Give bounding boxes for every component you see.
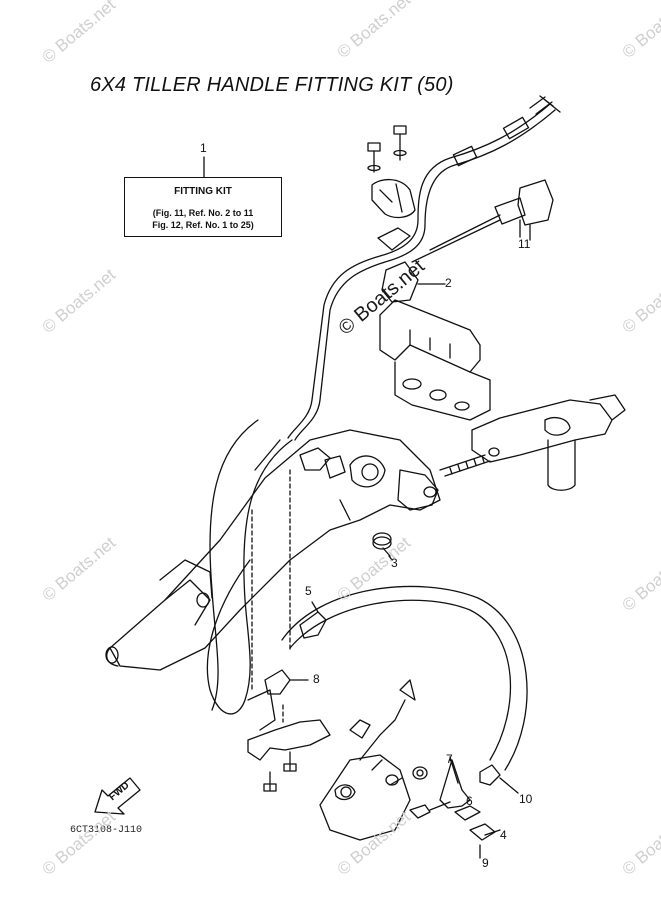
- ref-11: 11: [518, 237, 531, 251]
- ref-5: 5: [305, 584, 312, 598]
- fitting-kit-line-1: (Fig. 11, Ref. No. 2 to 11: [152, 208, 254, 218]
- ref-9: 9: [482, 856, 489, 870]
- diagram-code: 6CT3108-J110: [70, 825, 143, 836]
- fitting-kit-title: FITTING KIT: [174, 186, 232, 197]
- ref-7: 7: [446, 752, 453, 766]
- diagram-title: 6X4 TILLER HANDLE FITTING KIT (50): [90, 74, 454, 96]
- ref-10: 10: [519, 792, 533, 806]
- ref-6: 6: [466, 794, 473, 808]
- bolt-top-left: [367, 142, 381, 173]
- ref-4: 4: [500, 828, 507, 842]
- bolt-top-right: [393, 125, 407, 161]
- bolt-bottom-right: [283, 751, 297, 772]
- ref-8: 8: [313, 672, 320, 686]
- fitting-kit-line-2: Fig. 12, Ref. No. 1 to 25): [152, 220, 254, 230]
- bolt-bottom-left: [263, 771, 277, 792]
- ref-2: 2: [445, 276, 452, 290]
- fitting-kit-box: FITTING KIT (Fig. 11, Ref. No. 2 to 11 F…: [124, 177, 282, 237]
- ref-1: 1: [200, 141, 207, 155]
- ref-3: 3: [391, 556, 398, 570]
